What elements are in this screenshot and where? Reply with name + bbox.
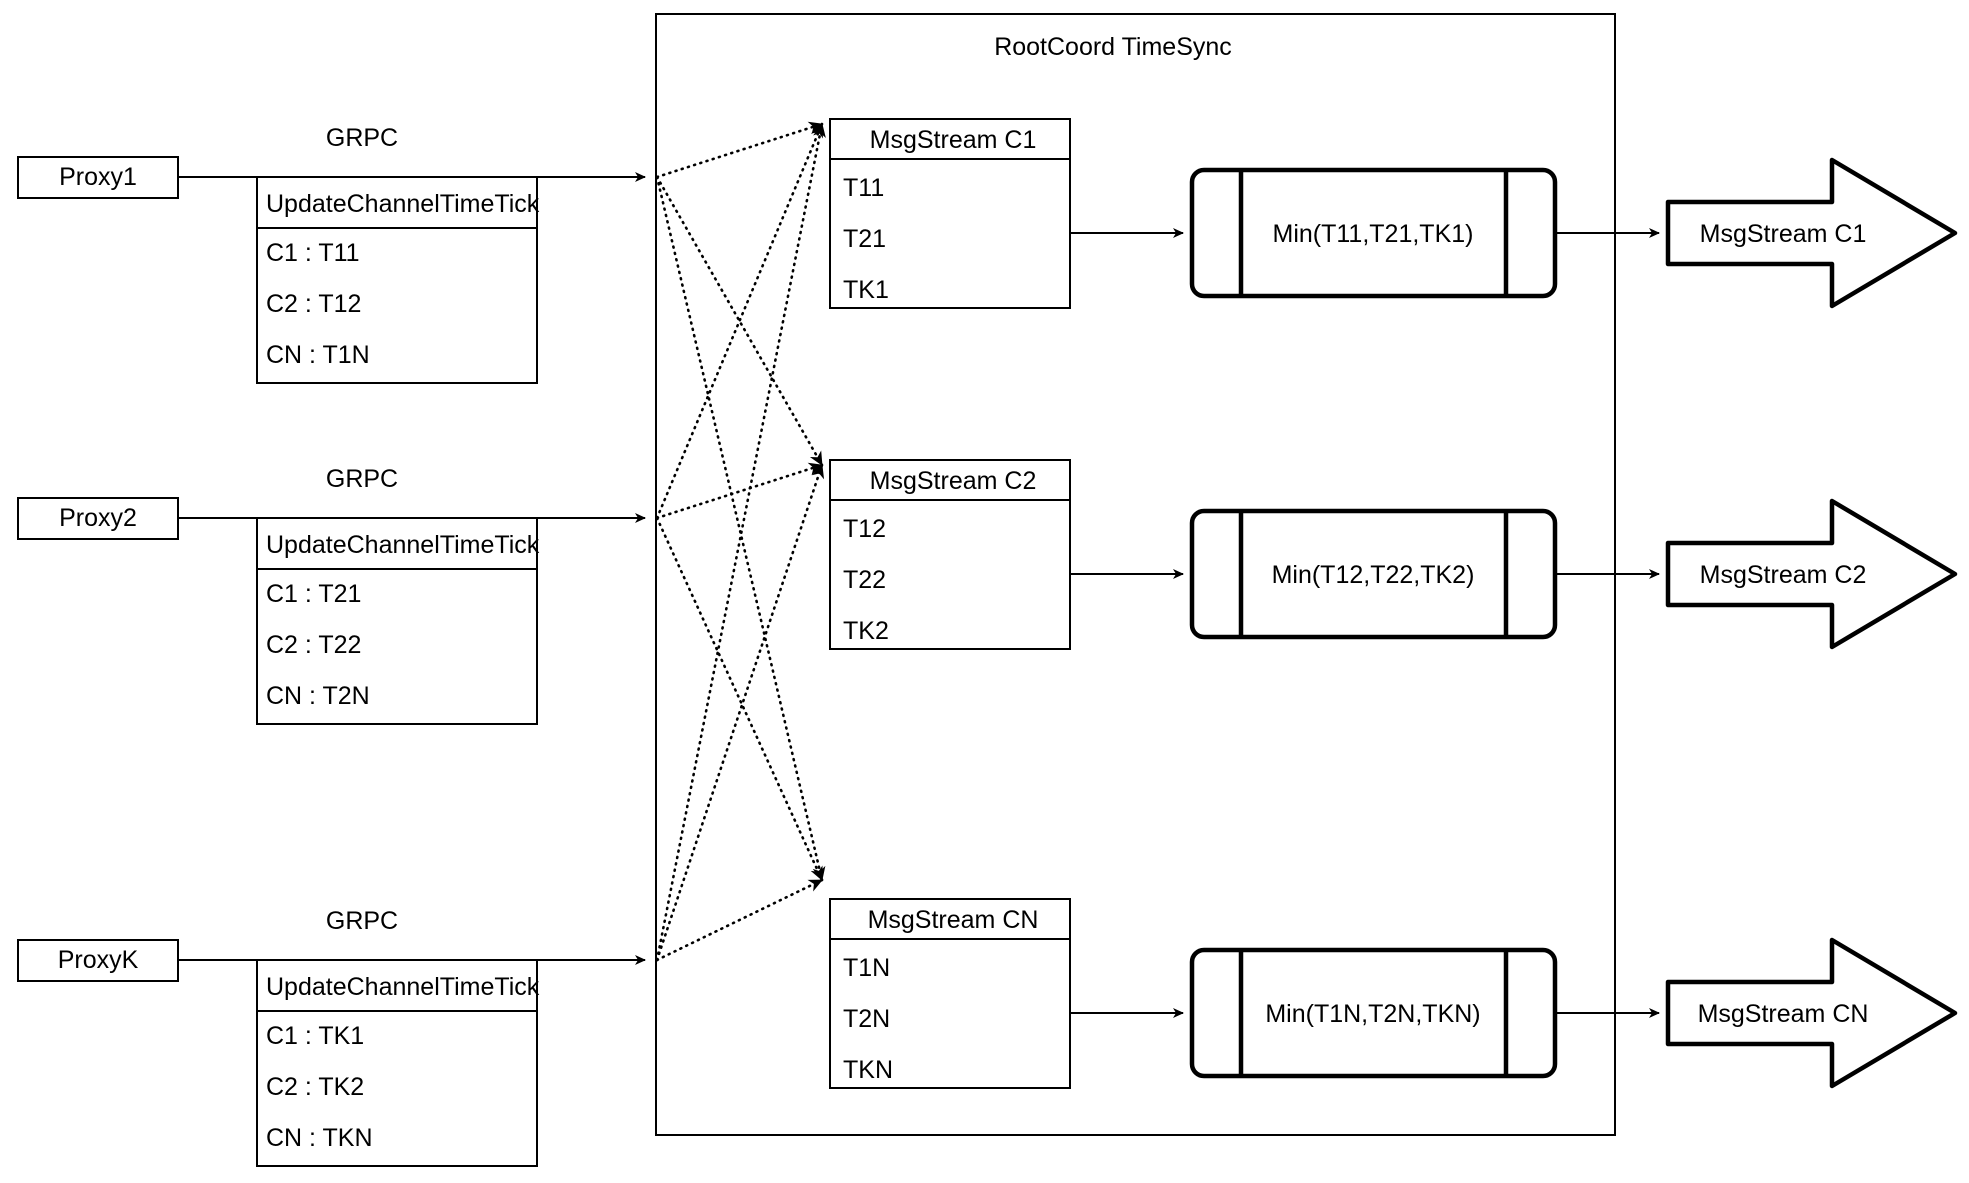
- request-row-3-0: C1 : TK1: [266, 1022, 364, 1050]
- fanout-p2-to-c1: [655, 122, 824, 520]
- msgstream-row-3-0: T1N: [843, 954, 890, 982]
- msgstream-row-2-0: T12: [843, 515, 886, 543]
- fanout-p1-to-c1: [655, 121, 824, 179]
- proxy-box-3[interactable]: [17, 939, 179, 982]
- proxy-box-2[interactable]: [17, 497, 179, 540]
- msgstream-header-3: MsgStream CN: [868, 906, 1039, 934]
- fanout-pk-to-c2: [655, 463, 825, 962]
- grpc-label-1: GRPC: [326, 124, 398, 152]
- grpc-label-2: GRPC: [326, 465, 398, 493]
- request-header-2: UpdateChannelTimeTick: [266, 531, 540, 559]
- msgstream-row-2-1: T22: [843, 566, 886, 594]
- compute-label-3: Min(T1N,T2N,TKN): [1265, 1000, 1480, 1028]
- request-row-1-1: C2 : T12: [266, 290, 361, 318]
- msgstream-row-3-1: T2N: [843, 1005, 890, 1033]
- request-row-3-2: CN : TKN: [266, 1124, 373, 1152]
- fanout-pk-to-cn: [655, 878, 824, 962]
- msgstream-box-1: [829, 118, 1071, 309]
- output-arrow-1: [1665, 157, 1958, 309]
- request-row-2-0: C1 : T21: [266, 580, 361, 608]
- request-row-1-2: CN : T1N: [266, 341, 370, 369]
- compute-label-1: Min(T11,T21,TK1): [1273, 220, 1474, 248]
- proxy-label-3: ProxyK: [58, 946, 139, 974]
- proxy-label-2: Proxy2: [59, 504, 137, 532]
- output-label-3: MsgStream CN: [1698, 1000, 1869, 1028]
- request-row-3-1: C2 : TK2: [266, 1073, 364, 1101]
- grpc-label-3: GRPC: [326, 907, 398, 935]
- request-header-3: UpdateChannelTimeTick: [266, 973, 540, 1001]
- request-box-3: [256, 959, 538, 1167]
- request-box-1: [256, 176, 538, 384]
- msgstream-row-1-2: TK1: [843, 276, 889, 304]
- request-row-1-0: C1 : T11: [266, 239, 360, 267]
- container-title: RootCoord TimeSync: [994, 33, 1232, 61]
- fanout-p2-to-cn: [655, 516, 824, 882]
- msgstream-box-2: [829, 459, 1071, 650]
- msgstream-box-3: [829, 898, 1071, 1089]
- output-arrow-2: [1665, 498, 1958, 650]
- output-label-2: MsgStream C2: [1700, 561, 1867, 589]
- msgstream-header-2: MsgStream C2: [870, 467, 1037, 495]
- request-box-2: [256, 517, 538, 725]
- fanout-p2-to-c2: [655, 462, 824, 520]
- proxy-label-1: Proxy1: [59, 163, 137, 191]
- msgstream-row-3-2: TKN: [843, 1056, 893, 1084]
- msgstream-row-1-0: T11: [843, 174, 884, 202]
- request-row-2-1: C2 : T22: [266, 631, 361, 659]
- fanout-pk-to-c1: [655, 122, 826, 962]
- output-arrow-3: [1665, 937, 1958, 1089]
- msgstream-row-2-2: TK2: [843, 617, 889, 645]
- msgstream-row-1-1: T21: [843, 225, 886, 253]
- request-header-1: UpdateChannelTimeTick: [266, 190, 540, 218]
- compute-label-2: Min(T12,T22,TK2): [1272, 561, 1475, 589]
- request-row-2-2: CN : T2N: [266, 682, 370, 710]
- proxy-box-1[interactable]: [17, 156, 179, 199]
- output-label-1: MsgStream C1: [1700, 220, 1867, 248]
- msgstream-header-1: MsgStream C1: [870, 126, 1037, 154]
